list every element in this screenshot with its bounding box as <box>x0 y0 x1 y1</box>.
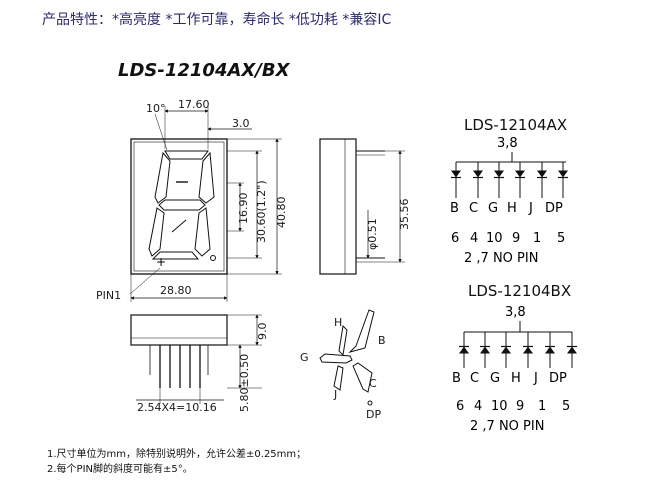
bx-seg-0: B <box>452 371 461 386</box>
ax-diode-3 <box>515 162 525 198</box>
ax-diode-5 <box>558 162 568 198</box>
ax-pin-5: 5 <box>557 231 565 246</box>
bottom-view: 2.54X4=10.16 9.0 5.80±0.50 <box>130 314 269 414</box>
dim-body-depth: 35.56 <box>398 199 411 231</box>
bottom-body <box>130 314 228 346</box>
ax-seg-2: G <box>488 201 498 216</box>
seg-label-g: G <box>300 351 309 364</box>
ax-seg-3: H <box>507 201 517 216</box>
circuit-ax-common: 3,8 <box>497 136 518 151</box>
circuit-ax-title: LDS-12104AX <box>464 116 567 134</box>
dim-digit-height-total: 30.60(1.2") <box>255 180 268 243</box>
bx-seg-4: J <box>533 371 538 386</box>
bx-seg-3: H <box>511 371 521 386</box>
ax-pin-3: 9 <box>512 231 520 246</box>
front-view: + 17.60 10° 3.0 16.90 30.60(1.2") 40.80 … <box>96 98 288 302</box>
bx-seg-1: C <box>470 371 479 386</box>
front-face <box>133 141 225 272</box>
circuit-bx: LDS-12104BX 3,8 B C G H J DP 6 4 10 9 1 … <box>452 282 577 434</box>
seg-label-dp: DP <box>366 408 381 421</box>
bx-pin-1: 4 <box>474 399 482 414</box>
dim-angle: 10° <box>146 102 166 115</box>
pin1-label: PIN1 <box>96 289 121 302</box>
ax-pin-2: 10 <box>486 231 503 246</box>
circuit-bx-segments: B C G H J DP <box>452 371 567 386</box>
circuit-ax-segments: B C G H J DP <box>450 201 563 216</box>
circuit-bx-common: 3,8 <box>505 305 526 320</box>
ax-seg-0: B <box>450 201 459 216</box>
ax-pin-4: 1 <box>533 231 541 246</box>
ax-pin-1: 4 <box>470 231 478 246</box>
bx-pin-2: 10 <box>491 399 508 414</box>
dim-pin-pitch: 2.54X4=10.16 <box>137 401 217 414</box>
circuit-bx-pins: 6 4 10 9 1 5 <box>456 399 570 414</box>
segment-map <box>319 309 375 406</box>
seg-label-c: C <box>369 377 377 390</box>
circuit-bx-title: LDS-12104BX <box>468 282 571 300</box>
bx-diode-4 <box>545 332 555 368</box>
dim-bottom-height: 9.0 <box>256 323 269 341</box>
dim-pin-diameter: φ0.51 <box>366 218 379 250</box>
features-text: 产品特性：*高亮度 *工作可靠，寿命长 *低功耗 *兼容IC <box>42 11 391 28</box>
circuit-ax-pins: 6 4 10 9 1 5 <box>451 231 565 246</box>
plus-mark: + <box>156 255 166 269</box>
dim-body-width: 28.80 <box>160 284 192 297</box>
bx-pin-3: 9 <box>516 399 524 414</box>
side-view: 35.56 φ0.51 <box>319 138 411 275</box>
seven-segment-digit <box>148 150 216 261</box>
diodes-bx <box>459 332 577 368</box>
bx-diode-0 <box>459 332 469 368</box>
ax-seg-1: C <box>469 201 478 216</box>
bx-diode-1 <box>480 332 490 368</box>
dim-digit-height: 16.90 <box>237 193 250 225</box>
bx-pin-0: 6 <box>456 399 464 414</box>
ax-diode-2 <box>494 162 504 198</box>
side-body <box>319 138 357 275</box>
bx-diode-3 <box>523 332 533 368</box>
bottom-pins <box>159 345 201 388</box>
bx-pin-5: 5 <box>562 399 570 414</box>
circuit-ax-footer: 2 ,7 NO PIN <box>464 251 538 266</box>
dim-slant-offset: 3.0 <box>232 117 250 130</box>
bx-seg-5: DP <box>549 371 567 386</box>
diodes-ax <box>451 162 568 198</box>
ax-seg-5: DP <box>545 201 563 216</box>
dim-body-height: 40.80 <box>275 197 288 229</box>
ax-diode-1 <box>473 162 483 198</box>
bx-seg-2: G <box>490 371 500 386</box>
seg-label-j: J <box>333 388 337 401</box>
dim-pin-length: 5.80±0.50 <box>238 354 251 412</box>
seg-label-h: H <box>334 316 342 329</box>
note-1: 1.尺寸单位为mm，除特别说明外，允许公差±0.25mm； <box>47 447 306 460</box>
bx-pin-4: 1 <box>538 399 546 414</box>
dim-top-width: 17.60 <box>178 98 210 111</box>
ax-diode-0 <box>451 162 461 198</box>
seg-label-b: B <box>378 334 386 347</box>
ax-seg-4: J <box>528 201 533 216</box>
ax-diode-4 <box>537 162 547 198</box>
model-title: LDS-12104AX/BX <box>118 60 291 81</box>
bx-diode-2 <box>501 332 511 368</box>
circuit-bx-footer: 2 ,7 NO PIN <box>470 419 544 434</box>
note-2: 2.每个PIN脚的斜度可能有±5°。 <box>47 462 193 475</box>
circuit-ax: LDS-12104AX 3,8 B C G H J DP 6 4 10 9 1 … <box>450 116 568 266</box>
ax-pin-0: 6 <box>451 231 459 246</box>
bx-diode-5 <box>567 332 577 368</box>
